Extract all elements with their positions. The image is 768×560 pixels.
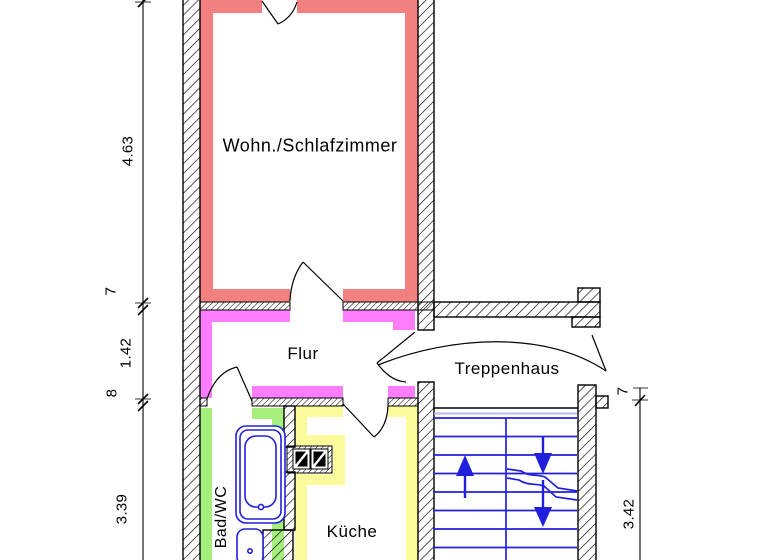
band-wohnzimmer bbox=[200, 0, 418, 302]
stair-down-arrow-upper-icon bbox=[534, 437, 552, 474]
vent-shaft-icon bbox=[292, 448, 329, 470]
door-arc-treppenhaus-entry bbox=[376, 331, 416, 383]
wall-treppenhaus-top-nub bbox=[577, 287, 601, 303]
door-arc-top bbox=[261, 0, 298, 25]
dim-left-bad-kueche: 3.39 bbox=[113, 493, 131, 525]
wall-flur-bad-kueche bbox=[251, 397, 344, 407]
toilet-icon bbox=[236, 528, 264, 560]
dim-left-wohnzimmer: 4.63 bbox=[119, 135, 137, 167]
room-label-kueche: Küche bbox=[326, 522, 378, 541]
wall-wohnzimmer-flur-right bbox=[342, 301, 435, 311]
room-label-flur: Flur bbox=[287, 344, 319, 363]
stair-down-arrow-lower-icon bbox=[534, 480, 552, 527]
wall-stairwell-right bbox=[577, 384, 597, 560]
door-arc-stairwell bbox=[377, 334, 607, 372]
dim-left-wall-top: 7 bbox=[102, 286, 120, 296]
room-label-wohnzimmer: Wohn./Schlafzimmer bbox=[222, 135, 398, 156]
exterior-wall-left bbox=[182, 0, 201, 560]
room-label-treppenhaus: Treppenhaus bbox=[454, 359, 560, 378]
band-flur bbox=[200, 310, 415, 398]
door-arc-bad bbox=[206, 366, 253, 402]
door-arc-kueche bbox=[342, 403, 389, 438]
wall-flur-bad-stub bbox=[199, 397, 208, 407]
bathtub-icon bbox=[235, 425, 286, 524]
wall-stairwell-right-nub bbox=[595, 395, 609, 409]
dim-left-flur: 1.42 bbox=[117, 337, 135, 369]
band-kueche bbox=[295, 406, 418, 560]
wall-treppenhaus-top bbox=[433, 301, 601, 318]
stair-break-line bbox=[506, 468, 578, 501]
door-arc-wohnzimmer bbox=[289, 261, 344, 302]
staircase bbox=[433, 407, 578, 560]
wall-flur-kueche-right bbox=[387, 397, 419, 407]
wall-treppenhaus-top-return bbox=[571, 316, 601, 328]
dim-right-treppenhaus: 3.42 bbox=[620, 498, 638, 530]
stair-up-arrow-icon bbox=[456, 455, 474, 498]
dim-right-wall: 7 bbox=[614, 386, 632, 396]
dimension-line-left bbox=[135, 0, 151, 560]
wall-wohnzimmer-flur-left bbox=[199, 301, 291, 311]
wall-wohnzimmer-right bbox=[417, 0, 435, 331]
wall-bad-bottom-block bbox=[262, 529, 294, 560]
wall-kueche-right bbox=[417, 381, 435, 560]
dimension-line-right bbox=[632, 387, 648, 560]
dim-left-wall-bottom: 8 bbox=[103, 388, 121, 398]
room-label-bad-wc: Bad/WC bbox=[213, 485, 230, 549]
